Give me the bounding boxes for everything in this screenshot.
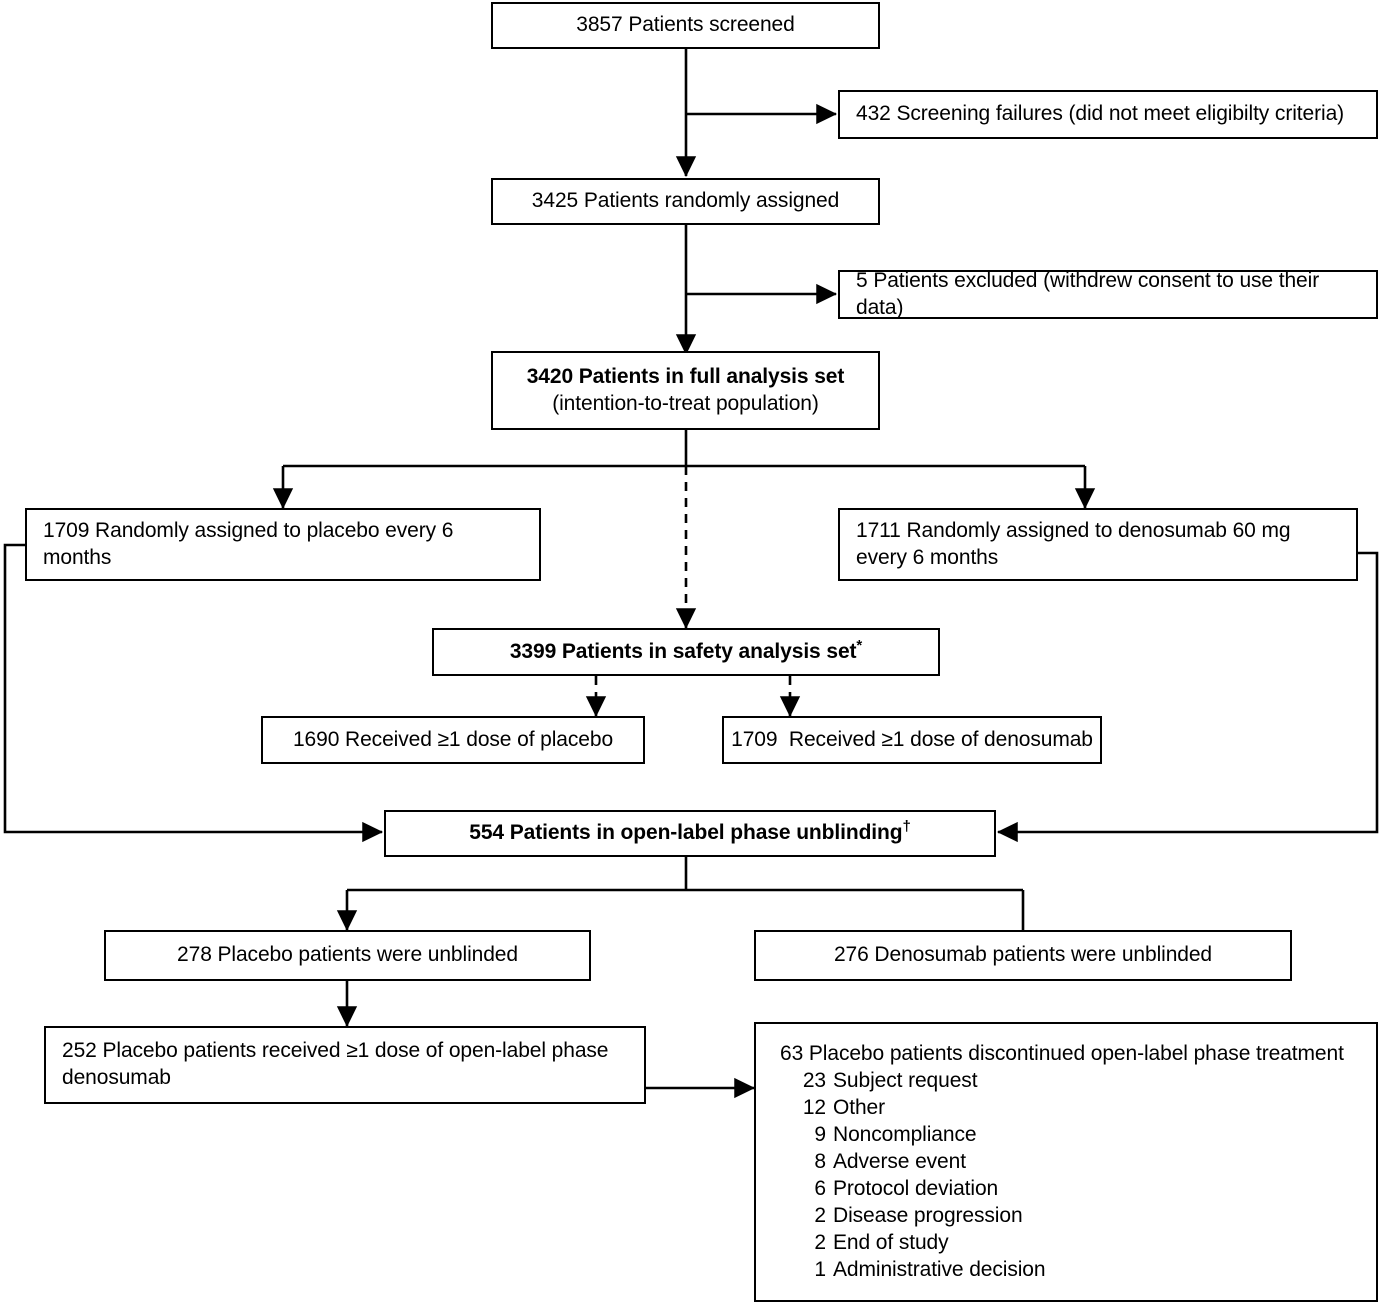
reason-count: 23 [802,1069,826,1093]
node-denosumab-received-dose-text: 1709 Received ≥1 dose of denosumab [731,727,1093,751]
reason-item: 1 Administrative decision [780,1257,1376,1284]
node-screening-failures: 432 Screening failures (did not meet eli… [838,90,1378,139]
node-placebo-assigned-text: 1709 Randomly assigned to placebo every … [43,518,454,569]
reason-item: 2 End of study [780,1230,1376,1257]
footnote-marker-dagger: † [902,818,911,836]
node-placebo-received-dose-text: 1690 Received ≥1 dose of placebo [292,727,614,751]
edge-placebo-arm-to-unblinding [3,543,384,843]
discontinued-heading: 63 Placebo patients discontinued open-la… [780,1041,1344,1065]
node-open-label-unblinding-label: 554 Patients in open-label phase unblind… [469,821,903,845]
reason-item: 12 Other [780,1095,1376,1122]
node-open-label-unblinding-text: 554 Patients in open-label phase unblind… [469,818,911,847]
node-discontinued-reasons: 63 Placebo patients discontinued open-la… [754,1022,1378,1302]
node-safety-analysis-set-label: 3399 Patients in safety analysis set [509,639,857,663]
reason-count: 8 [814,1150,826,1174]
discontinued-reason-list: 63 Placebo patients discontinued open-la… [756,1041,1376,1284]
node-screening-failures-text: 432 Screening failures (did not meet eli… [856,102,1345,126]
node-patients-screened-text: 3857 Patients screened [576,13,795,37]
footnote-marker-asterisk: * [856,636,863,654]
node-placebo-unblinded: 278 Placebo patients were unblinded [104,930,591,981]
node-denosumab-unblinded: 276 Denosumab patients were unblinded [754,930,1292,981]
node-placebo-open-label-dose-line1: 252 Placebo patients received ≥1 dose of… [62,1039,609,1063]
reason-label: Administrative decision [833,1257,1046,1281]
node-open-label-unblinding: 554 Patients in open-label phase unblind… [384,810,996,857]
node-placebo-open-label-dose-line2: denosumab [62,1066,171,1089]
node-full-analysis-set-subtitle: (intention-to-treat population) [552,391,819,415]
edge-denosumab-arm-to-unblinding [996,551,1379,843]
node-placebo-unblinded-text: 278 Placebo patients were unblinded [177,943,518,967]
reason-count: 12 [802,1096,826,1120]
reason-item: 6 Protocol deviation [780,1176,1376,1203]
reason-label: Subject request [833,1069,978,1093]
reason-label: Adverse event [833,1150,966,1174]
reason-item: 2 Disease progression [780,1203,1376,1230]
node-denosumab-assigned: 1711 Randomly assigned to denosumab 60 m… [838,508,1358,581]
node-patients-screened: 3857 Patients screened [491,2,880,49]
reason-label: Other [833,1096,886,1120]
node-placebo-open-label-dose: 252 Placebo patients received ≥1 dose of… [44,1026,646,1104]
node-patients-randomized: 3425 Patients randomly assigned [491,178,880,225]
reason-count: 6 [814,1176,826,1200]
reason-label: End of study [833,1230,949,1254]
reason-item: 23 Subject request [780,1068,1376,1095]
reason-count: 9 [814,1123,826,1147]
reason-count: 2 [814,1203,826,1227]
reason-label: Disease progression [833,1203,1023,1227]
node-denosumab-unblinded-text: 276 Denosumab patients were unblinded [833,943,1213,967]
reason-label: Protocol deviation [833,1176,999,1200]
node-placebo-assigned: 1709 Randomly assigned to placebo every … [25,508,541,581]
reason-label: Noncompliance [833,1123,977,1147]
node-denosumab-assigned-text: 1711 Randomly assigned to denosumab 60 m… [856,518,1291,569]
node-patients-randomized-text: 3425 Patients randomly assigned [531,189,840,213]
reason-item: 9 Noncompliance [780,1122,1376,1149]
node-denosumab-received-dose: 1709 Received ≥1 dose of denosumab [722,716,1102,764]
node-patients-excluded-text: 5 Patients excluded (withdrew consent to… [856,268,1320,319]
node-safety-analysis-set: 3399 Patients in safety analysis set* [432,628,940,676]
reason-item: 8 Adverse event [780,1149,1376,1176]
node-full-analysis-set-title: 3420 Patients in full analysis set [526,364,845,388]
node-safety-analysis-set-text: 3399 Patients in safety analysis set* [509,636,863,666]
node-patients-excluded: 5 Patients excluded (withdrew consent to… [838,268,1378,319]
reason-count: 2 [814,1230,826,1254]
node-placebo-received-dose: 1690 Received ≥1 dose of placebo [261,716,645,764]
node-full-analysis-set: 3420 Patients in full analysis set (inte… [491,351,880,430]
reason-count: 1 [814,1257,826,1281]
